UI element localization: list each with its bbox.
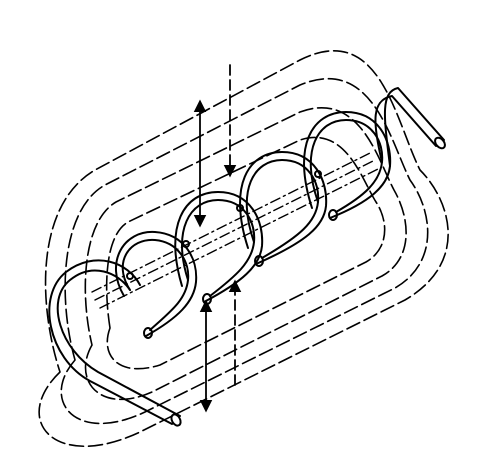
field-line-2 [60,77,429,425]
field-line-3 [84,107,407,401]
coil-turn-4 [309,119,384,213]
field-lines [38,50,449,448]
direction-arrows [193,64,242,413]
coil-wire [48,87,446,427]
coil-axis [91,151,381,309]
coil-turn-3 [245,159,320,259]
coil-turn-2 [181,199,256,297]
coil-turn-1 [121,238,190,331]
lead-in-wire [56,269,181,417]
field-line-outer [38,50,449,448]
lead-out-wire [374,95,437,163]
field-line-inner [105,136,386,370]
